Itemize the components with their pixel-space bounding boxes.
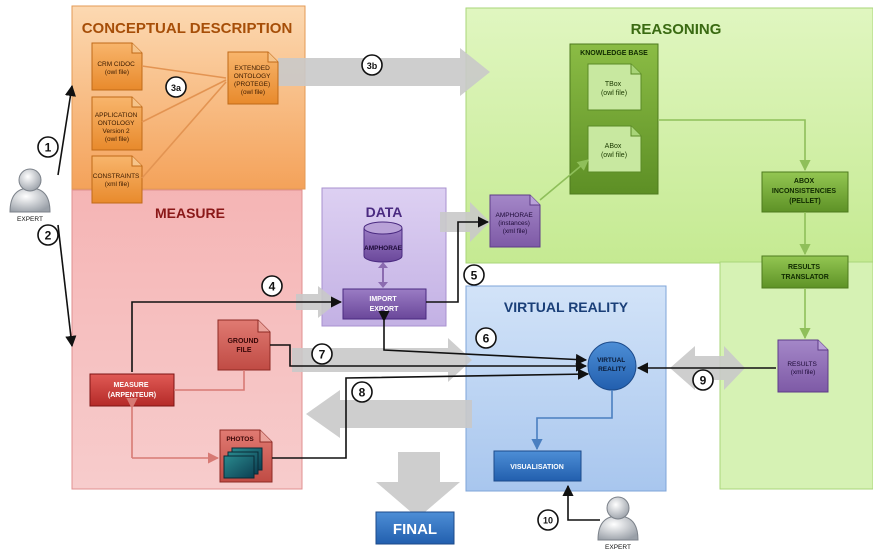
- svg-text:1: 1: [45, 141, 52, 155]
- results-translator-label: RESULTS TRANSLATOR: [781, 264, 829, 281]
- measure-connectors: [126, 370, 245, 464]
- virtual-reality-node-label: VIRTUAL REALITY: [597, 357, 627, 373]
- expert-figure-bottom: [597, 496, 639, 541]
- application-ontology-file: [91, 96, 143, 151]
- import-export-label: IMPORT EXPORT: [369, 296, 399, 313]
- svg-text:8: 8: [359, 386, 366, 400]
- measure-title: MEASURE: [155, 205, 225, 221]
- grey-arrow-final: [376, 452, 460, 518]
- abox-inconsistencies-box: [761, 171, 849, 213]
- reasoning-connectors: [539, 119, 811, 340]
- svg-text:10: 10: [543, 516, 553, 526]
- conceptual-title: CONCEPTUAL DESCRIPTION: [82, 20, 293, 37]
- arrow-10: [562, 484, 600, 521]
- measure-arpenteur-box: [89, 373, 175, 407]
- step-10-marker: 10: [537, 509, 559, 531]
- expert-figure-left: [9, 168, 51, 213]
- measure-arpenteur-label: MEASURE (ARPENTEUR): [108, 382, 156, 399]
- amphorae-database: [363, 221, 403, 263]
- extended-ontology-file: [227, 51, 279, 105]
- amphorae-instances-file: [489, 194, 541, 248]
- step-5-marker: 5: [463, 264, 485, 286]
- tbox-file: [587, 63, 642, 111]
- crm-cidoc-file: [91, 42, 143, 91]
- grey-arrow-3b: [278, 48, 490, 96]
- ground-file-label: GROUND FILE: [227, 338, 260, 354]
- data-title: DATA: [366, 204, 403, 220]
- black-flow-arrows: [57, 84, 776, 521]
- arrow-6: [378, 310, 588, 366]
- visualisation-label: VISUALISATION: [510, 464, 564, 471]
- step-3a-marker: 3a: [165, 76, 187, 98]
- svg-text:3a: 3a: [171, 83, 182, 93]
- final-box: [375, 511, 455, 545]
- tbox-label: TBox (owl file): [601, 81, 627, 97]
- extended-ontology-label: EXTENDED ONTOLOGY (PROTEGE) (owl file): [234, 65, 272, 96]
- step-8-marker: 8: [351, 381, 373, 403]
- step-3b-marker: 3b: [361, 54, 383, 76]
- amphorae-instances-label: AMPHORAE (instances) (xml file): [495, 212, 534, 235]
- svg-text:7: 7: [319, 348, 326, 362]
- step-4-marker: 4: [261, 275, 283, 297]
- reasoning-title: REASONING: [631, 21, 722, 38]
- ground-file: [217, 319, 271, 371]
- step-7-marker: 7: [311, 343, 333, 365]
- arrow-1: [57, 84, 76, 176]
- step-1-marker: 1: [37, 136, 59, 158]
- svg-text:5: 5: [471, 269, 478, 283]
- svg-text:9: 9: [700, 374, 707, 388]
- photos-label: PHOTOS: [226, 436, 254, 443]
- step-9-marker: 9: [692, 369, 714, 391]
- virtual-reality-title: VIRTUAL REALITY: [504, 299, 629, 315]
- step-markers: 1 2 3a 3b 4 5 6 7 8 9 10: [37, 54, 714, 531]
- grey-arrow-back-measure: [306, 390, 472, 438]
- arrow-8: [272, 368, 590, 459]
- svg-text:3b: 3b: [367, 61, 378, 71]
- abox-label: ABox (owl file): [601, 143, 627, 159]
- expert-label-bottom: EXPERT: [605, 544, 631, 551]
- vr-to-visualisation-link: [531, 390, 613, 451]
- constraints-file: [91, 155, 143, 204]
- results-translator-box: [761, 255, 849, 289]
- step-2-marker: 2: [37, 224, 59, 246]
- arrow-5: [426, 216, 490, 303]
- visualisation-box: [493, 450, 582, 482]
- crm-cidoc-label: CRM CIDOC (owl file): [97, 61, 136, 76]
- application-ontology-label: APPLICATION ONTOLOGY Version 2 (owl file…: [95, 112, 139, 143]
- import-export-box: [342, 288, 427, 320]
- results-label: RESULTS (xml file): [787, 361, 818, 376]
- ontology-merge-lines: [141, 65, 227, 179]
- arrow-2: [57, 224, 77, 348]
- constraints-label: CONSTRAINTS (xml file): [93, 173, 141, 188]
- arrow-7: [270, 344, 588, 372]
- photo-thumbnails: [223, 447, 263, 479]
- database-label: AMPHORAE: [364, 245, 403, 252]
- expert-label-left: EXPERT: [17, 216, 43, 223]
- knowledge-base-label: KNOWLEDGE BASE: [580, 50, 648, 57]
- svg-text:2: 2: [45, 229, 52, 243]
- step-6-marker: 6: [475, 327, 497, 349]
- results-file: [777, 339, 829, 393]
- svg-text:4: 4: [269, 280, 276, 294]
- final-label: FINAL: [393, 521, 437, 538]
- svg-text:6: 6: [483, 332, 490, 346]
- abox-inconsistencies-label: ABOX INCONSISTENCIES (PELLET): [772, 178, 838, 205]
- arrow-4: [131, 296, 343, 372]
